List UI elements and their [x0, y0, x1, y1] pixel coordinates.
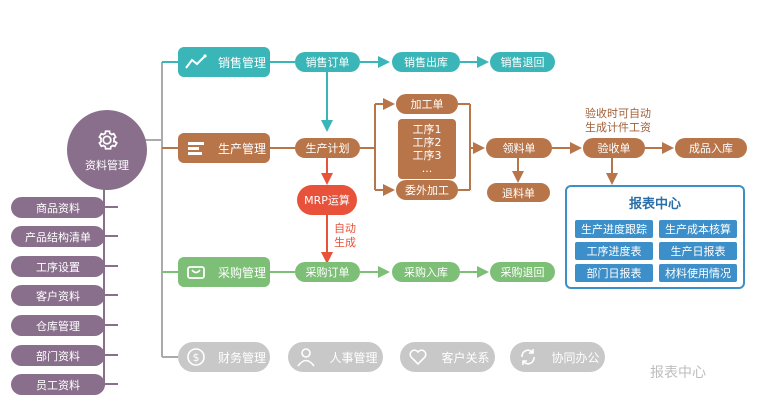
- module-sales-label: 销售管理: [217, 55, 266, 70]
- sales-order[interactable]: 销售订单: [295, 52, 360, 72]
- left-item-process[interactable]: 工序设置: [11, 256, 105, 277]
- gear-icon: [98, 130, 118, 150]
- report-department-daily[interactable]: 部门日报表: [575, 264, 653, 282]
- watermark-text: 报表中心: [650, 365, 706, 381]
- sales-outbound[interactable]: 销售出库: [392, 52, 460, 72]
- module-finance[interactable]: $ 财务管理: [178, 342, 270, 372]
- basket-icon: [178, 257, 214, 287]
- svg-text:$: $: [193, 351, 200, 364]
- module-collab-label: 协同办公: [551, 350, 600, 365]
- module-hr[interactable]: 人事管理: [288, 342, 383, 372]
- center-label: 资料管理: [85, 159, 129, 172]
- report-center-title: 报表中心: [628, 197, 681, 212]
- process-step-2: 工序2: [412, 136, 442, 149]
- production-plan[interactable]: 生产计划: [295, 138, 360, 158]
- center-node[interactable]: 资料管理: [67, 110, 147, 190]
- report-process-progress[interactable]: 工序进度表: [575, 242, 653, 260]
- mrp-note-line-2: 生成: [334, 236, 356, 249]
- sales-return[interactable]: 销售退回: [490, 52, 555, 72]
- module-purchase-label: 采购管理: [217, 265, 266, 280]
- report-production-progress[interactable]: 生产进度跟踪: [575, 220, 653, 238]
- sync-icon: [510, 342, 546, 372]
- mrp-node[interactable]: MRP运算: [297, 185, 357, 215]
- stack-icon: [178, 133, 214, 163]
- accept-note: 验收时可自动 生成计件工资: [573, 107, 663, 135]
- module-crm-label: 客户关系: [441, 350, 490, 365]
- module-production-label: 生产管理: [217, 141, 266, 156]
- module-hr-label: 人事管理: [329, 350, 378, 365]
- person-icon: [288, 342, 324, 372]
- purchase-return[interactable]: 采购退回: [490, 262, 555, 282]
- module-finance-label: 财务管理: [217, 350, 266, 365]
- report-production-daily[interactable]: 生产日报表: [659, 242, 737, 260]
- outsource-order[interactable]: 委外加工: [396, 180, 458, 200]
- left-item-warehouse[interactable]: 仓库管理: [11, 315, 105, 336]
- left-item-employees[interactable]: 员工资料: [11, 374, 105, 395]
- report-production-cost[interactable]: 生产成本核算: [659, 220, 737, 238]
- module-collab[interactable]: 协同办公: [510, 342, 605, 372]
- process-order[interactable]: 加工单: [396, 94, 458, 114]
- module-crm[interactable]: 客户关系: [400, 342, 495, 372]
- report-material-usage[interactable]: 材料使用情况: [659, 264, 737, 282]
- process-step-1: 工序1: [412, 123, 442, 136]
- dollar-icon: $: [178, 342, 214, 372]
- line-chart-icon: [178, 47, 214, 77]
- process-step-3: 工序3: [412, 149, 442, 162]
- return-order[interactable]: 退料单: [487, 183, 550, 202]
- mrp-note-line-1: 自动: [334, 222, 356, 235]
- module-production[interactable]: 生产管理: [178, 133, 270, 163]
- purchase-order[interactable]: 采购订单: [295, 262, 360, 282]
- module-purchase[interactable]: 采购管理: [178, 257, 270, 287]
- accept-order[interactable]: 验收单: [583, 138, 645, 158]
- left-item-bom[interactable]: 产品结构清单: [11, 226, 105, 247]
- pick-order[interactable]: 领料单: [486, 138, 552, 158]
- left-item-products[interactable]: 商品资料: [11, 197, 105, 218]
- process-step-more: ...: [421, 162, 433, 175]
- report-center: 报表中心 生产进度跟踪 生产成本核算 工序进度表 生产日报表 部门日报表 材料使…: [565, 185, 745, 289]
- finished-goods[interactable]: 成品入库: [675, 138, 747, 158]
- purchase-inbound[interactable]: 采购入库: [392, 262, 460, 282]
- module-sales[interactable]: 销售管理: [178, 47, 270, 77]
- accept-note-line-1: 验收时可自动: [585, 107, 651, 120]
- accept-note-line-2: 生成计件工资: [585, 121, 651, 134]
- left-item-departments[interactable]: 部门资料: [11, 345, 105, 366]
- left-item-customers[interactable]: 客户资料: [11, 285, 105, 306]
- heart-icon: [400, 342, 436, 372]
- process-steps-box: 工序1 工序2 工序3 ...: [398, 119, 456, 179]
- mrp-note: 自动 生成: [330, 222, 360, 250]
